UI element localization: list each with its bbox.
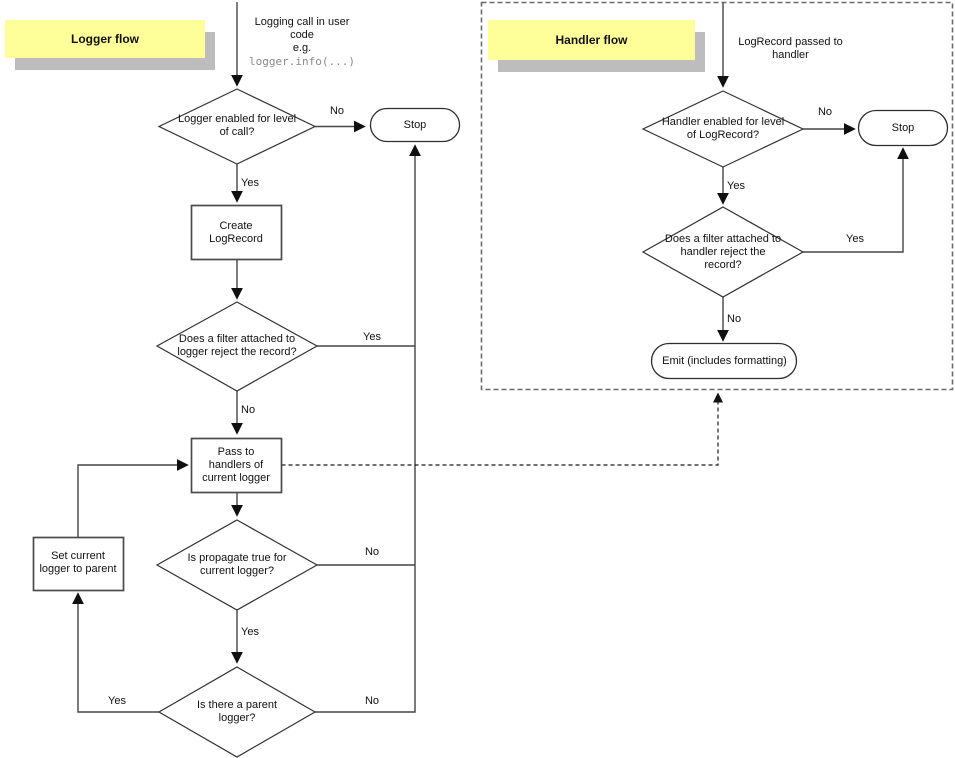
logger-entry-line: Logging call in user code	[254, 16, 350, 41]
node-stop-logger	[369, 107, 461, 143]
handler-flow-boundary	[480, 1, 954, 391]
handler-entry-annotation: LogRecord passed to handler	[733, 36, 848, 62]
label-parent-check: Is there a parent logger?	[196, 699, 278, 724]
node-parent-check-diamond	[157, 666, 317, 758]
edge-set-to-pass	[77, 459, 189, 537]
edge-label-filter-no: No	[241, 404, 256, 416]
label-level-check: Logger enabled for level of call?	[177, 113, 297, 138]
label-stop-logger: Stop	[403, 118, 427, 131]
logger-entry-annotation: Logging call in user code e.g. logger.in…	[243, 16, 361, 68]
label-stop-handler: Stop	[891, 121, 915, 134]
node-h-level-check-diamond	[641, 90, 805, 168]
edge-label-parent-no: No	[364, 695, 380, 707]
node-pass-to-handlers	[190, 437, 283, 494]
node-emit	[650, 342, 798, 380]
edge-parent-no-return-to-stop	[315, 144, 421, 713]
label-propagate-check: Is propagate true for current logger?	[187, 552, 287, 577]
edge-label-h-level-no: No	[817, 106, 833, 118]
node-stop-handler	[857, 109, 949, 147]
label-emit: Emit (includes formatting)	[662, 354, 787, 367]
node-level-check-diamond	[157, 88, 317, 165]
edge-label-propagate-yes: Yes	[241, 626, 259, 638]
handler-entry-line: LogRecord passed to handler	[738, 36, 843, 61]
label-h-level-check: Handler enabled for level of LogRecord?	[661, 116, 785, 141]
edge-label-propagate-no: No	[364, 546, 380, 558]
label-create-logrecord: Create LogRecord	[209, 219, 263, 245]
logger-flow-title-plaque: Logger flow	[5, 20, 205, 58]
edge-label-h-filter-yes: Yes	[846, 233, 864, 245]
edge-label-level-no: No	[329, 105, 345, 117]
label-set-current-logger: Set current logger to parent	[39, 550, 117, 575]
edge-label-filter-yes: Yes	[363, 331, 381, 343]
logger-entry-code: logger.info(...)	[249, 55, 355, 68]
label-h-filter-check: Does a filter attached to handler reject…	[664, 232, 782, 271]
edge-h-filter-yes-to-stop	[803, 147, 909, 253]
edge-label-h-level-yes: Yes	[727, 180, 745, 192]
node-set-current-logger	[32, 536, 125, 592]
handler-flow-title-plaque: Handler flow	[488, 20, 695, 60]
node-create-logrecord	[190, 204, 283, 261]
logger-flow-title: Logger flow	[71, 32, 139, 46]
edge-parent-yes-to-set	[72, 592, 159, 713]
logger-entry-eg: e.g.	[292, 42, 312, 54]
node-filter-check-diamond	[155, 301, 319, 392]
label-filter-check: Does a filter attached to logger reject …	[177, 333, 297, 358]
label-pass-to-handlers: Pass to handlers of current logger	[202, 446, 270, 484]
edge-label-parent-yes: Yes	[108, 695, 126, 707]
edge-label-level-yes: Yes	[241, 177, 259, 189]
edge-pass-to-handler-flow-dashed	[281, 392, 724, 466]
edge-label-h-filter-no: No	[727, 313, 742, 325]
handler-flow-title: Handler flow	[555, 33, 628, 47]
node-propagate-check-diamond	[155, 519, 319, 611]
node-h-filter-check-diamond	[641, 206, 805, 298]
